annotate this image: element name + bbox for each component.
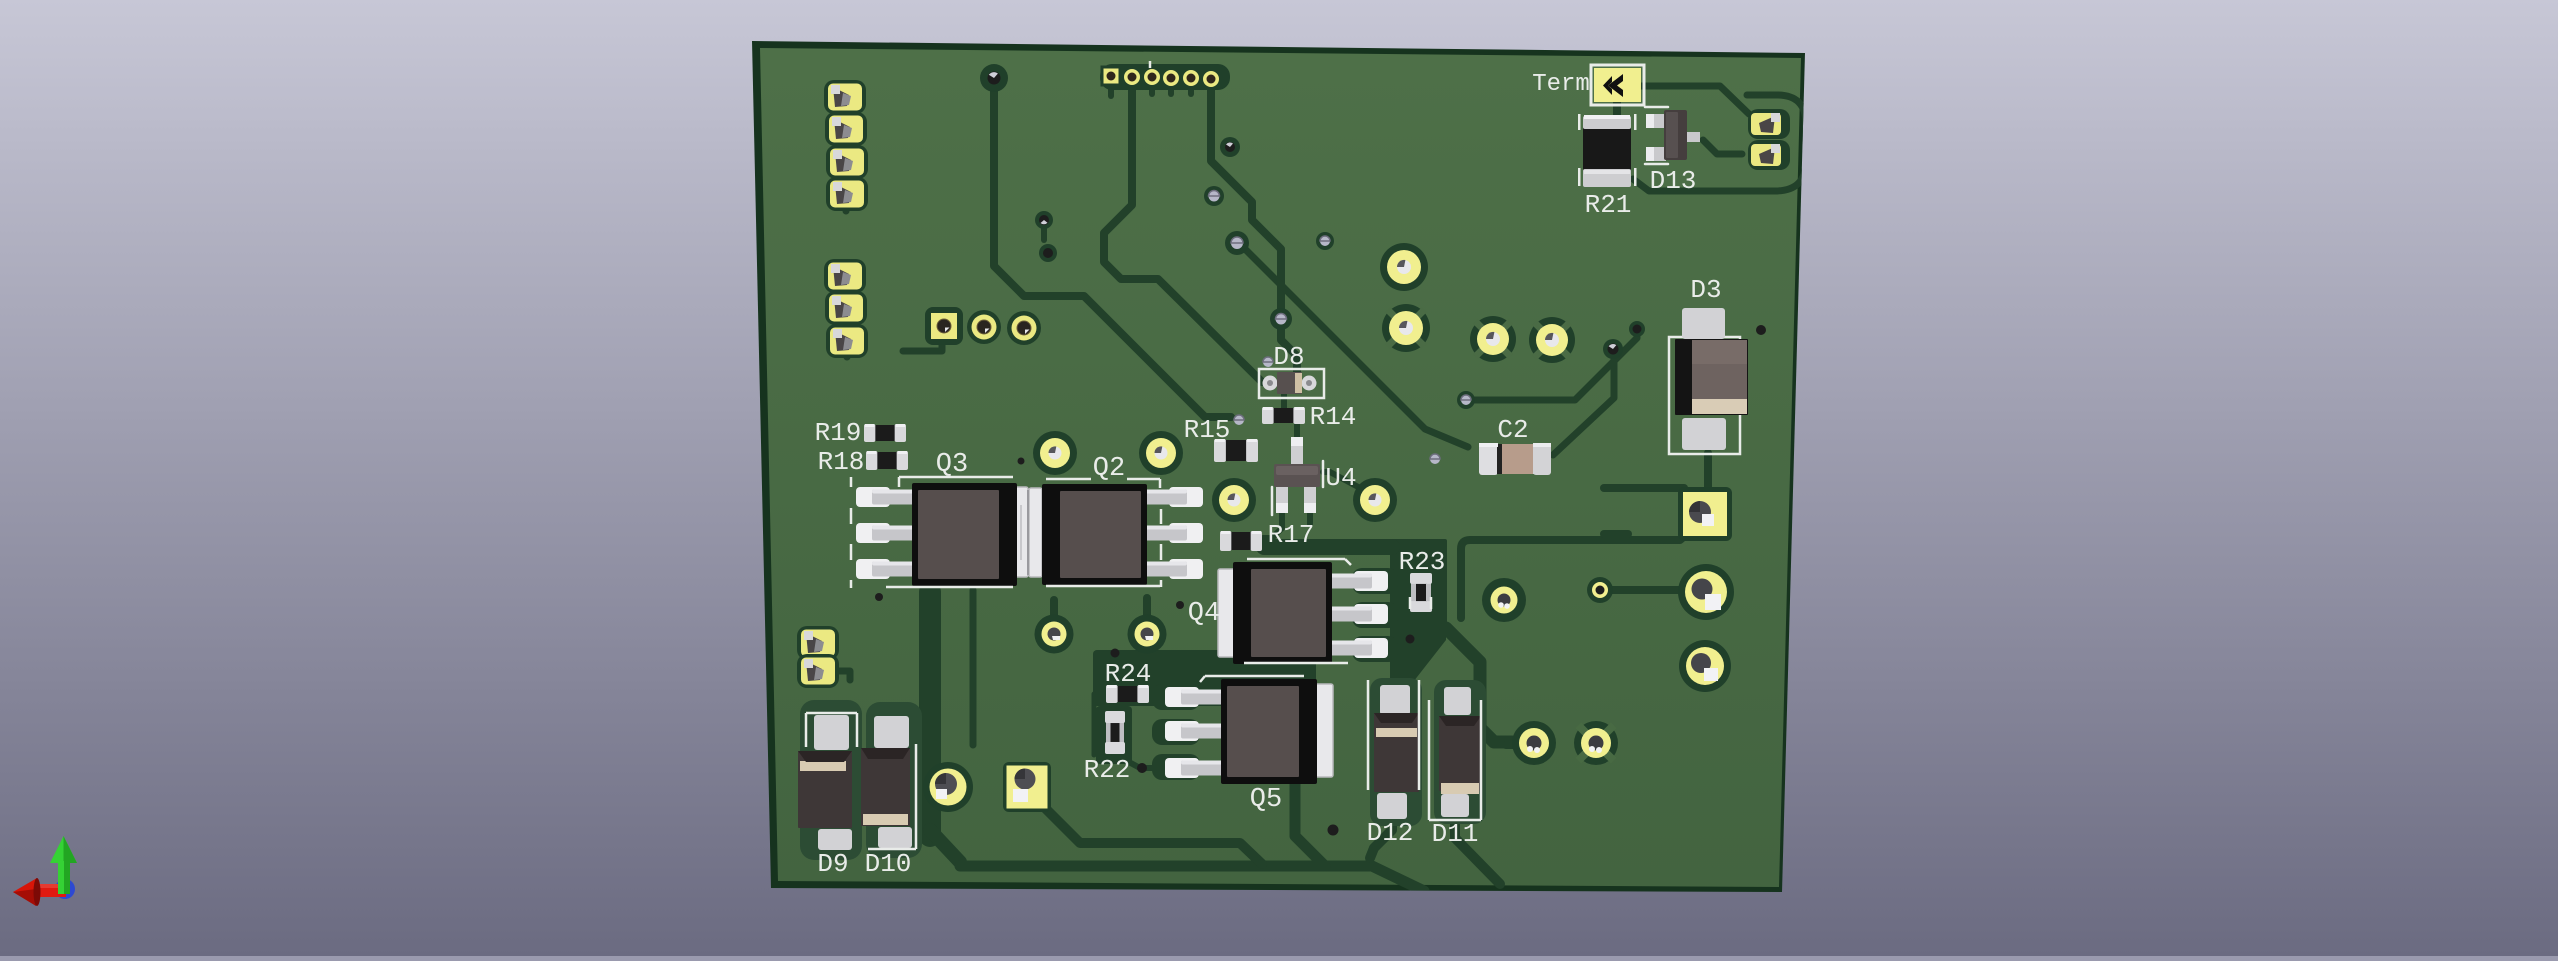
svg-text:R17: R17: [1268, 520, 1315, 550]
svg-text:R15: R15: [1184, 415, 1231, 445]
svg-text:D12: D12: [1367, 818, 1414, 848]
svg-text:R18: R18: [818, 447, 865, 477]
svg-text:D11: D11: [1432, 819, 1479, 849]
svg-text:R19: R19: [815, 418, 862, 448]
svg-text:D9: D9: [817, 849, 848, 879]
svg-text:R21: R21: [1585, 190, 1632, 220]
svg-text:Q2: Q2: [1093, 454, 1125, 484]
svg-text:Term: Term: [1532, 71, 1590, 98]
svg-text:Q4: Q4: [1188, 599, 1220, 629]
svg-text:D10: D10: [865, 849, 912, 879]
svg-text:R23: R23: [1399, 547, 1446, 577]
svg-text:R24: R24: [1105, 659, 1152, 689]
svg-text:Q3: Q3: [936, 450, 968, 480]
svg-text:R14: R14: [1310, 402, 1357, 432]
svg-text:D8: D8: [1273, 342, 1304, 372]
svg-text:C2: C2: [1497, 415, 1528, 445]
svg-text:U4: U4: [1325, 463, 1356, 493]
svg-text:R22: R22: [1084, 755, 1131, 785]
svg-text:D3: D3: [1690, 275, 1721, 305]
svg-text:D13: D13: [1650, 166, 1697, 196]
svg-text:Q5: Q5: [1250, 785, 1282, 815]
